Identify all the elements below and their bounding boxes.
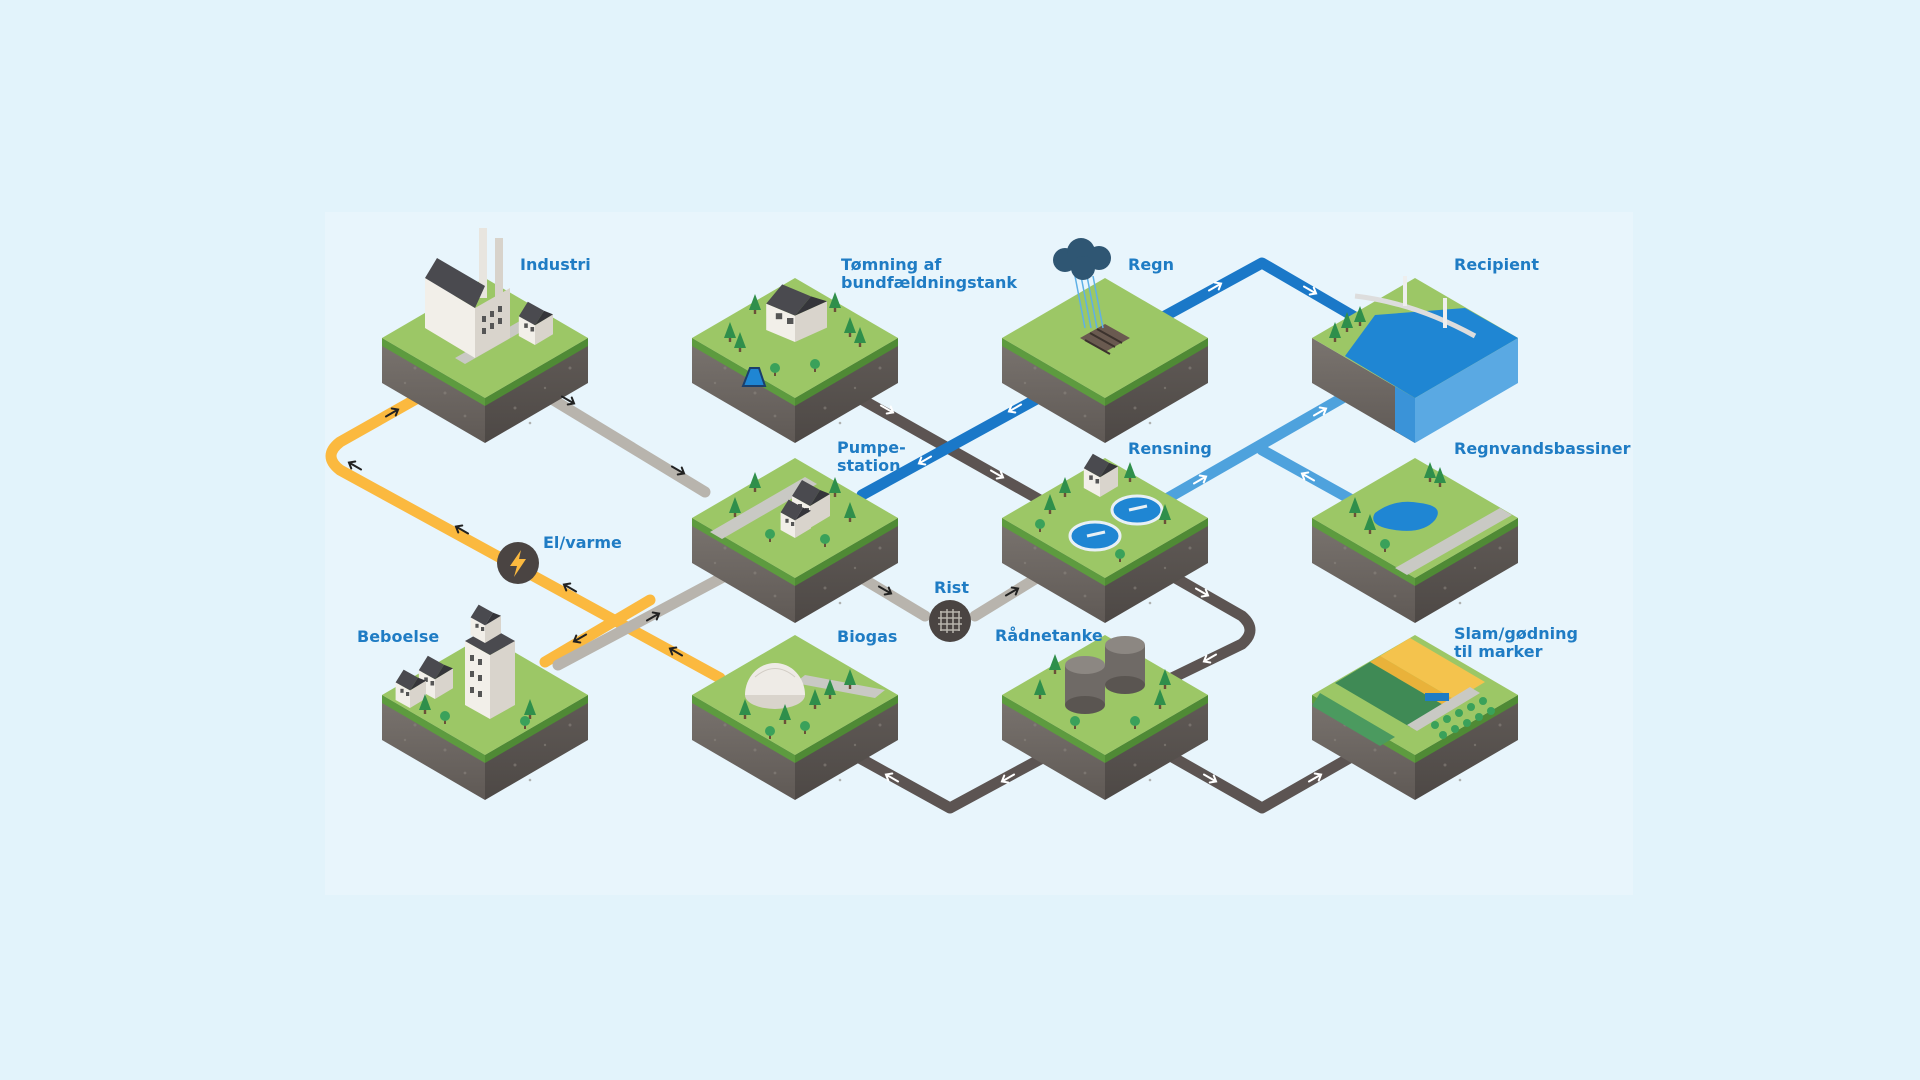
- label-regnvandsbassiner: Regnvandsbassiner: [1454, 439, 1631, 458]
- pipe-energy-industri: [325, 384, 726, 684]
- tile-recipient: [1312, 276, 1518, 443]
- pipe-energy-beboelse: [539, 594, 656, 668]
- apartment-buildings-icon: [395, 604, 515, 719]
- power-node: [497, 542, 539, 584]
- label-beboelse: Beboelse: [357, 627, 440, 646]
- pipe-sludge-raadne-slam: [1154, 744, 1366, 814]
- pipe-treated-regnvand: [1256, 444, 1358, 506]
- tile-rensning: [1002, 453, 1208, 623]
- label-pumpestation: Pumpe- station: [837, 438, 906, 475]
- label-raadnetanke: Rådnetanke: [995, 626, 1103, 645]
- grid-screen-icon: [938, 609, 962, 633]
- tile-beboelse: [382, 604, 588, 800]
- label-regn: Regn: [1128, 255, 1175, 274]
- bridge-icon: [1354, 276, 1477, 339]
- rain-basin-icon: [1373, 501, 1438, 531]
- label-tomning: Tømning af bundfældningstank: [841, 255, 1018, 292]
- digester-tanks-icon: [1065, 636, 1145, 714]
- label-slam: Slam/gødning til marker: [1454, 624, 1578, 661]
- fields-icon: [1312, 638, 1495, 746]
- drain-grate-icon: [1080, 324, 1130, 355]
- pipes: [325, 257, 1371, 814]
- label-rensning: Rensning: [1128, 439, 1212, 458]
- label-industri: Industri: [520, 255, 591, 274]
- tile-industri: [382, 228, 588, 443]
- pipe-sludge-raadne-biogas: [839, 744, 1054, 814]
- label-biogas: Biogas: [837, 627, 898, 646]
- tile-raadnetanke: [1002, 635, 1208, 800]
- pipe-sludge-rensning-raadne: [1152, 562, 1256, 684]
- tile-tomning: [692, 278, 898, 443]
- tile-regnvandsbassiner: [1312, 458, 1518, 623]
- rain-cloud-icon: [1053, 238, 1111, 329]
- biogas-dome-icon: [745, 663, 805, 709]
- clarifier-tanks-icon: [1068, 494, 1164, 552]
- water-body: [1345, 308, 1518, 398]
- rist-node: [929, 600, 971, 642]
- label-rist: Rist: [934, 578, 969, 597]
- pipe-rain-regn-recipient: [1159, 257, 1366, 326]
- label-recipient: Recipient: [1454, 255, 1539, 274]
- pipe-rain-regn-pumpe: [856, 384, 1059, 501]
- lightning-bolt-icon: [510, 550, 526, 577]
- tile-pumpestation: [692, 458, 898, 623]
- tile-biogas: [692, 635, 898, 800]
- tile-slam: [1312, 635, 1518, 800]
- label-elvarme: El/varme: [543, 533, 622, 552]
- pipe-waste-beboelse: [552, 562, 746, 671]
- septic-tank-icon: [741, 367, 767, 387]
- factory-icon: [425, 228, 553, 358]
- tile-regn: [1002, 238, 1208, 443]
